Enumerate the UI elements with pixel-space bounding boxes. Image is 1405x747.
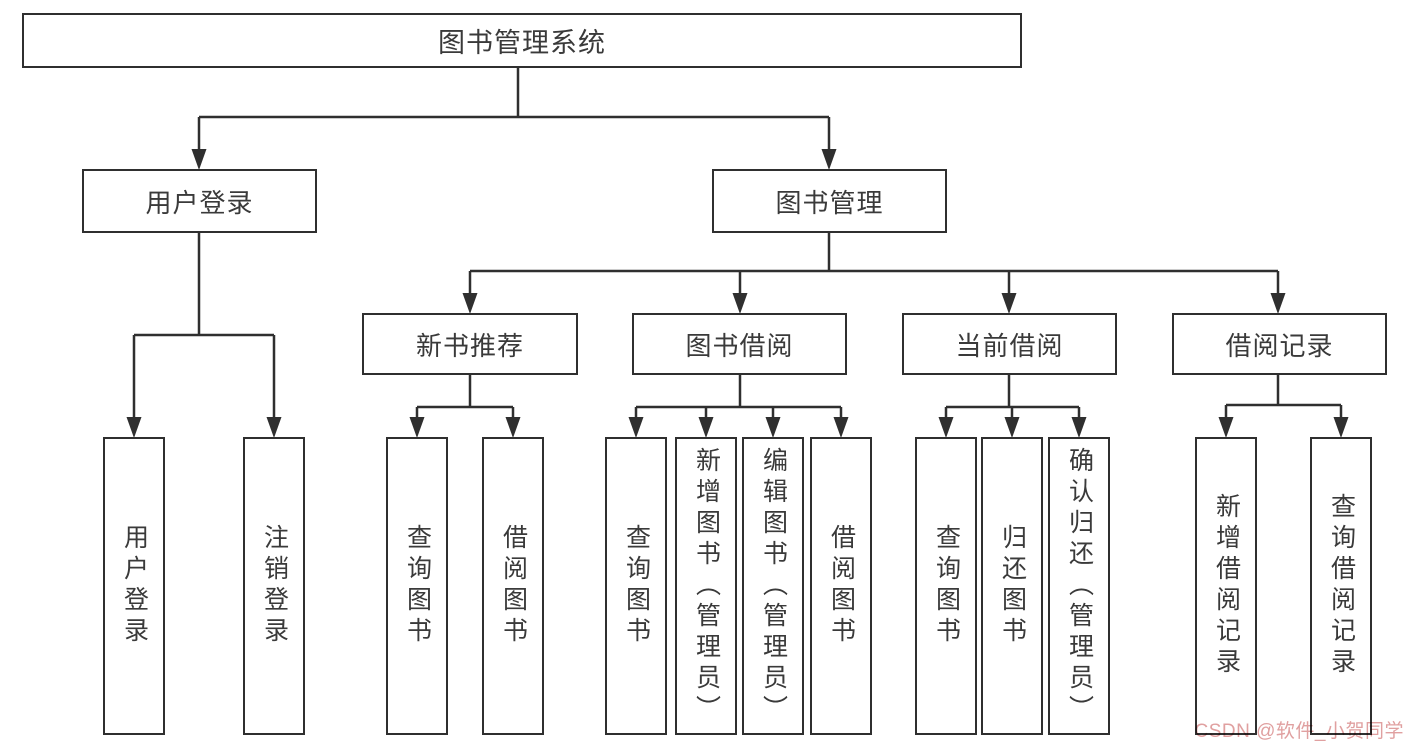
arrowhead-icon	[698, 417, 714, 438]
node-user-login: 用户登录	[82, 169, 317, 233]
arrowhead-icon	[821, 149, 837, 170]
arrowhead-icon	[462, 293, 478, 314]
arrowhead-icon	[191, 149, 207, 170]
leaf-borrow-books-recommend: 借阅图书	[482, 437, 544, 735]
node-book-borrow: 图书借阅	[632, 313, 847, 375]
leaf-add-borrow-record: 新增借阅记录	[1195, 437, 1257, 735]
arrowhead-icon	[1004, 417, 1020, 438]
leaf-label: 用户登录	[120, 524, 149, 648]
leaf-label: 借阅图书	[827, 524, 856, 648]
arrowhead-icon	[126, 417, 142, 438]
leaf-label: 新增借阅记录	[1212, 493, 1241, 679]
leaf-label: 查询图书	[403, 524, 432, 648]
arrowhead-icon	[833, 417, 849, 438]
leaf-query-borrow-record: 查询借阅记录	[1310, 437, 1372, 735]
leaf-edit-book-admin: 编辑图书（管理员）	[742, 437, 804, 735]
arrowhead-icon	[765, 417, 781, 438]
leaf-label: 注销登录	[260, 524, 289, 648]
leaf-user-login: 用户登录	[103, 437, 165, 735]
arrowhead-icon	[1270, 293, 1286, 314]
arrowhead-icon	[938, 417, 954, 438]
connector-user-login	[126, 233, 282, 438]
leaf-return-books: 归还图书	[981, 437, 1043, 735]
leaf-confirm-return-admin: 确认归还（管理员）	[1048, 437, 1110, 735]
connector-new-book-recommend	[409, 375, 521, 438]
node-new-book-recommend: 新书推荐	[362, 313, 578, 375]
connector-book-management	[462, 233, 1286, 314]
leaf-label: 查询借阅记录	[1327, 493, 1356, 679]
leaf-logout-login: 注销登录	[243, 437, 305, 735]
leaf-label: 编辑图书（管理员）	[759, 446, 788, 726]
leaf-label: 新增图书（管理员）	[692, 446, 721, 726]
node-borrow-records: 借阅记录	[1172, 313, 1387, 375]
connector-book-borrow	[628, 375, 849, 438]
connector-current-borrow	[938, 375, 1087, 438]
arrowhead-icon	[266, 417, 282, 438]
arrowhead-icon	[409, 417, 425, 438]
node-book-management: 图书管理	[712, 169, 947, 233]
connector-borrow-records	[1218, 375, 1349, 438]
node-current-borrow: 当前借阅	[902, 313, 1117, 375]
watermark: CSDN @软件_小贺同学	[1194, 721, 1404, 742]
leaf-query-books-recommend: 查询图书	[386, 437, 448, 735]
leaf-label: 借阅图书	[499, 524, 528, 648]
leaf-query-books-borrow: 查询图书	[605, 437, 667, 735]
leaf-label: 查询图书	[932, 524, 961, 648]
leaf-borrow-books: 借阅图书	[810, 437, 872, 735]
arrowhead-icon	[1218, 417, 1234, 438]
connector-root	[191, 68, 837, 170]
arrowhead-icon	[1333, 417, 1349, 438]
arrowhead-icon	[732, 293, 748, 314]
leaf-query-books-current: 查询图书	[915, 437, 977, 735]
leaf-add-book-admin: 新增图书（管理员）	[675, 437, 737, 735]
arrowhead-icon	[1001, 293, 1017, 314]
arrowhead-icon	[505, 417, 521, 438]
arrowhead-icon	[628, 417, 644, 438]
leaf-label: 归还图书	[998, 524, 1027, 648]
leaf-label: 查询图书	[622, 524, 651, 648]
node-root: 图书管理系统	[22, 13, 1022, 68]
arrowhead-icon	[1071, 417, 1087, 438]
leaf-label: 确认归还（管理员）	[1065, 446, 1094, 726]
